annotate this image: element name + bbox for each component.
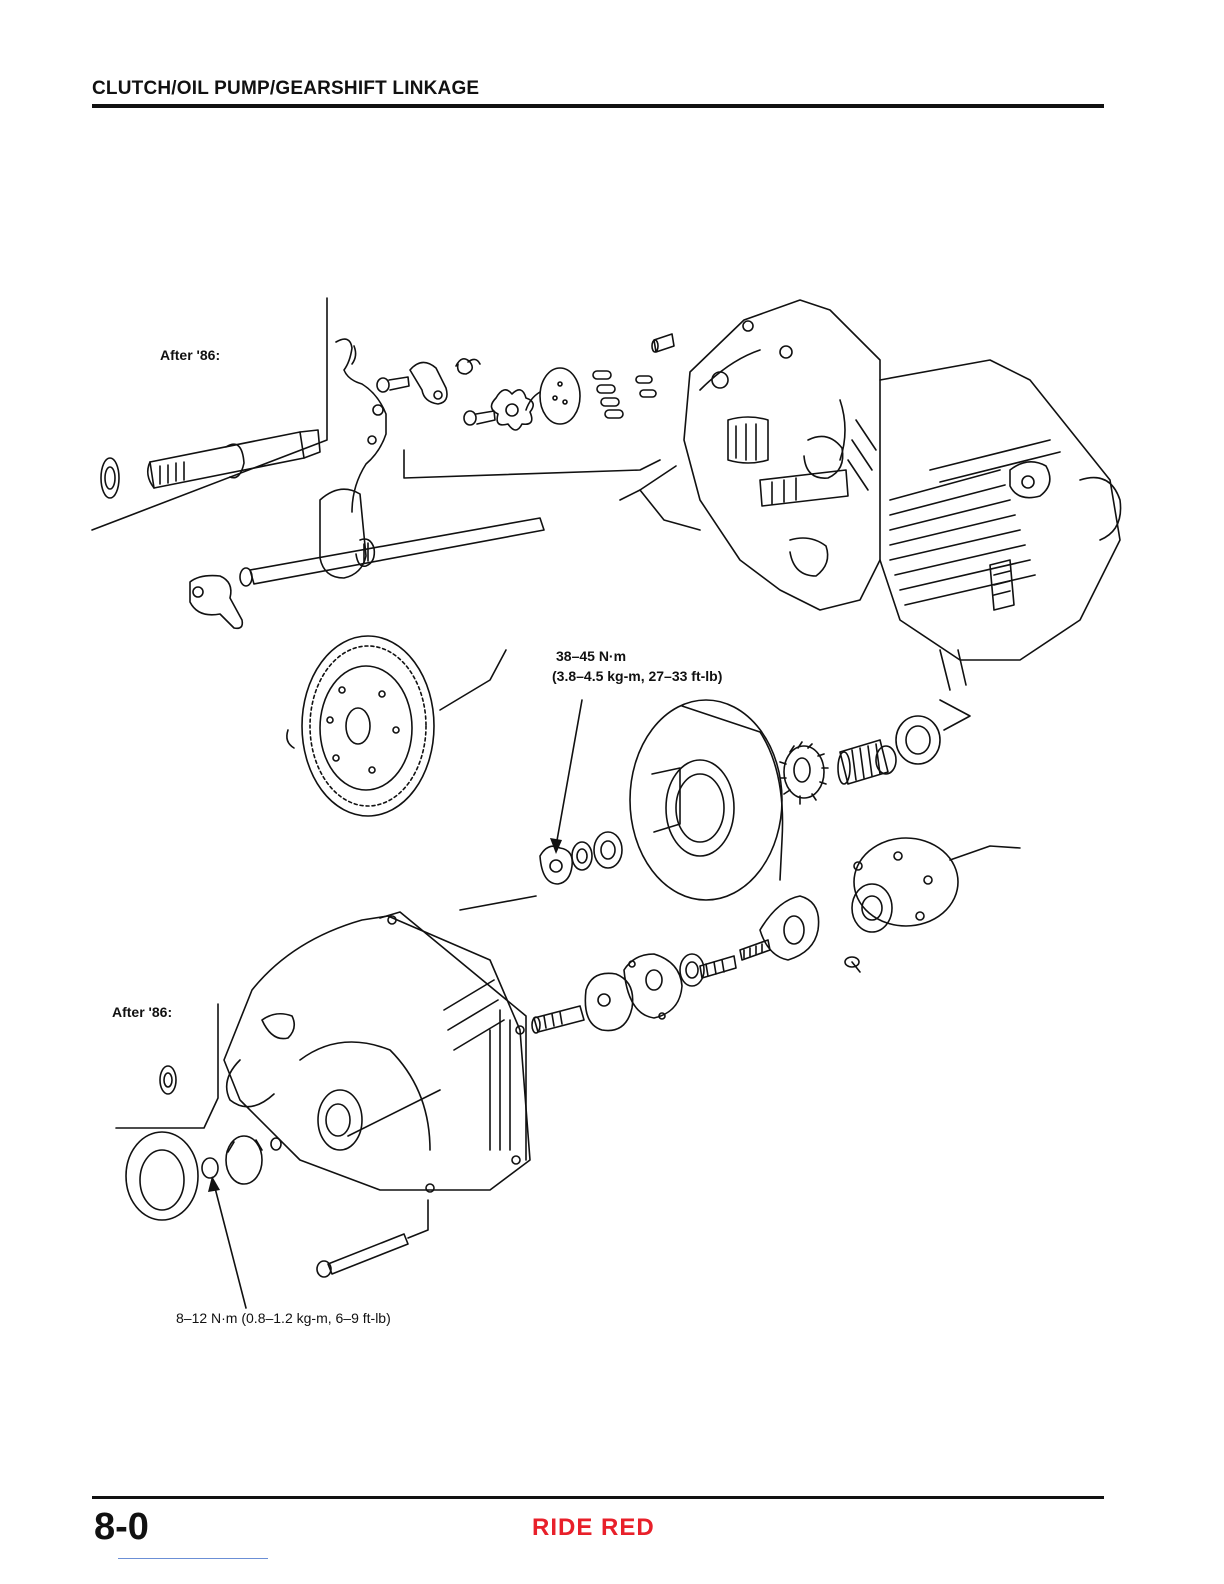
- pan-screw: [845, 957, 860, 972]
- primary-driven-gear: [287, 636, 506, 816]
- clutch-weight-plate: [852, 838, 1020, 932]
- clutch-outer: [630, 700, 783, 900]
- stopper-plate: [190, 576, 242, 629]
- brand-logo: RIDE RED: [532, 1514, 655, 1542]
- leader-cluster-1: [404, 450, 660, 478]
- label-after86-top: After '86:: [160, 347, 220, 363]
- shift-fork-shaft: [240, 489, 544, 586]
- clutch-washer: [594, 832, 622, 868]
- bottom-link-rule: [118, 1558, 268, 1559]
- lock-washer: [572, 842, 592, 870]
- page-number: 8-0: [94, 1506, 149, 1549]
- inset-frame-top: [92, 298, 327, 530]
- oil-seal: [896, 716, 940, 764]
- collar: [876, 746, 896, 774]
- adjusting-bolt: [532, 1006, 584, 1033]
- crankcase: [684, 300, 880, 610]
- clutch-spring: [700, 956, 736, 978]
- gearshift-arm: [336, 339, 386, 512]
- leader-torque-cover: [214, 1184, 246, 1308]
- spring: [456, 359, 480, 374]
- label-torque-clutch-2: (3.8–4.5 kg-m, 27–33 ft-lb): [552, 668, 722, 684]
- pump-rotors: [593, 371, 656, 418]
- seal-inset: [160, 1066, 176, 1094]
- pin-bolt: [377, 377, 409, 392]
- star-plate: [491, 390, 533, 430]
- right-crankcase-cover: [224, 912, 530, 1192]
- dowel-pin: [652, 334, 674, 352]
- gearshift-shaft-inset: [101, 430, 320, 498]
- lifter-plate: [624, 954, 682, 1019]
- leader-torque-clutch: [556, 700, 582, 846]
- needle-bearing: [838, 740, 888, 784]
- leader-seal: [940, 700, 970, 730]
- label-after86-bottom: After '86:: [112, 1004, 172, 1020]
- oil-pump-gear: [526, 368, 580, 424]
- label-torque-cover: 8–12 N·m (0.8–1.2 kg-m, 6–9 ft-lb): [176, 1310, 391, 1326]
- return-spring-plate: [410, 362, 447, 404]
- leader-clutch-right: [460, 896, 536, 910]
- label-torque-clutch-1: 38–45 N·m: [556, 648, 626, 664]
- primary-drive-gear: [780, 742, 828, 804]
- footer-rule: [92, 1496, 1104, 1499]
- leader-cluster-2: [620, 490, 700, 530]
- drive-bolt: [464, 411, 495, 425]
- small-o-ring: [271, 1138, 281, 1150]
- oil-filter-cap: [226, 1136, 262, 1184]
- leader-cover-bolt: [408, 1200, 428, 1238]
- cylinder-fins: [880, 360, 1121, 690]
- cover-bolt: [317, 1234, 408, 1277]
- cap-nut: [202, 1158, 218, 1178]
- leader-cluster-3: [640, 466, 676, 490]
- cover-washer-large: [126, 1132, 198, 1220]
